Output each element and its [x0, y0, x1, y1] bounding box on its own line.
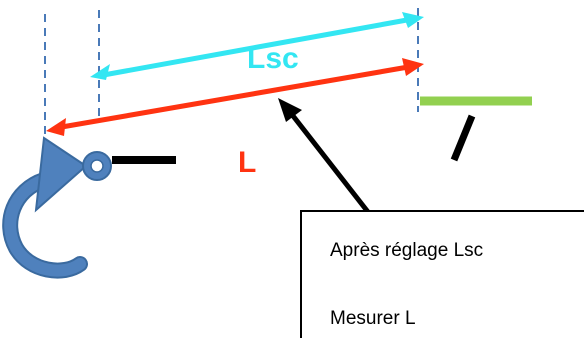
lsc-label: Lsc: [247, 42, 299, 75]
lsc-dimension-arrow: [90, 12, 424, 80]
l-label: L: [238, 146, 256, 179]
l-dimension-arrow: [46, 58, 424, 136]
black-slanted-stroke: [450, 114, 476, 162]
pointer-arrow: [278, 98, 370, 214]
note-line-measure: Mesurer L: [330, 308, 416, 329]
note-line-adjust: Après réglage Lsc: [330, 240, 484, 261]
note-box: Après réglage Lsc Mesurer L: [300, 210, 584, 338]
hook-icon: [2, 136, 112, 279]
